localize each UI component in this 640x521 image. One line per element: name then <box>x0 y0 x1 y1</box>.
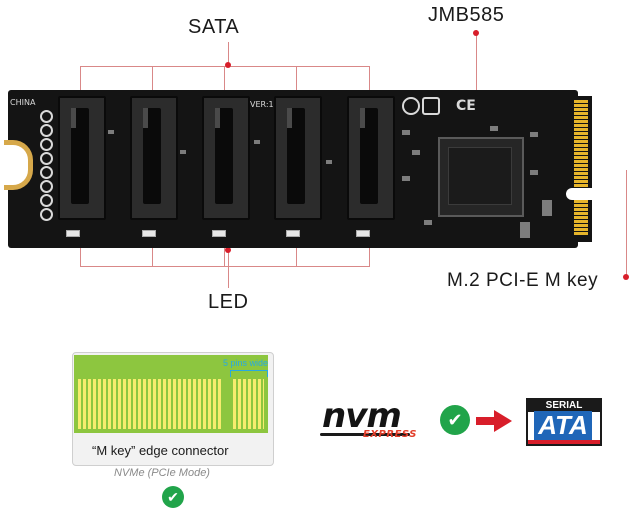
smd-component <box>108 130 114 134</box>
pin-hole <box>40 110 53 123</box>
sata-port-3 <box>202 96 250 220</box>
led-bracket-tick <box>369 244 370 266</box>
screw-notch <box>4 140 33 190</box>
m2-label: M.2 PCI-E M key <box>447 270 599 291</box>
sata-pointer-line <box>228 42 229 66</box>
smd-component <box>424 220 432 225</box>
led-bracket-tick <box>296 244 297 266</box>
smd-component <box>402 130 410 135</box>
m-key-caption: “M key” edge connector <box>92 443 229 458</box>
jmb585-chip <box>438 137 524 217</box>
silk-ce: CE <box>456 98 476 114</box>
smd-component <box>542 200 552 216</box>
right-arrow-icon <box>476 410 512 432</box>
led-bracket-tick <box>224 244 225 266</box>
pin-hole <box>40 166 53 179</box>
recycle-icon <box>422 97 440 115</box>
chip-pointer-dot <box>473 30 479 36</box>
pin-hole <box>40 138 53 151</box>
led-3 <box>212 230 226 237</box>
led-pointer-dot <box>225 247 231 253</box>
smd-component <box>412 150 420 155</box>
smd-component <box>402 176 410 181</box>
sata-bracket-tick <box>296 66 297 94</box>
sata-bracket-tick <box>224 66 225 94</box>
chip-label: JMB585 <box>428 4 505 26</box>
led-bracket-tick <box>80 244 81 266</box>
smd-component <box>490 126 498 131</box>
m2-pointer-line <box>626 170 627 278</box>
pins-wide-note: 5 pins wide <box>223 358 269 368</box>
pin-hole <box>40 124 53 137</box>
chip-pointer-line <box>476 30 477 136</box>
check-circle-icon: ✔ <box>440 405 470 435</box>
led-1 <box>66 230 80 237</box>
smd-component <box>530 132 538 137</box>
smd-component <box>520 222 530 238</box>
pin-hole <box>40 194 53 207</box>
m-key-gold-pins <box>78 379 264 429</box>
silk-china: CHINA <box>10 98 36 107</box>
pin-hole <box>40 180 53 193</box>
led-bracket-tick <box>152 244 153 266</box>
sata-bracket-tick <box>369 66 370 94</box>
sata-bracket-tick <box>80 66 81 94</box>
m2-pointer-dot <box>623 274 629 280</box>
serial-ata-logo: SERIAL ATA <box>526 398 602 446</box>
sata-pointer-dot <box>225 62 231 68</box>
sata-port-1 <box>58 96 106 220</box>
sata-port-5 <box>347 96 395 220</box>
serial-ata-stripe <box>528 440 600 444</box>
check-circle-icon: ✔ <box>162 486 184 508</box>
nvme-swoosh <box>320 433 410 436</box>
smd-component <box>326 160 332 164</box>
m-key-notch <box>566 188 592 200</box>
m-key-gap <box>222 379 231 429</box>
sata-port-4 <box>274 96 322 220</box>
smd-component <box>254 140 260 144</box>
pins-wide-bracket <box>230 370 268 377</box>
gold-fingers <box>574 100 588 236</box>
sata-port-2 <box>130 96 178 220</box>
nvme-mode-text: NVMe (PCIe Mode) <box>114 467 210 479</box>
sata-label: SATA <box>188 16 240 38</box>
serial-ata-serial-text: SERIAL <box>528 400 600 412</box>
led-pointer-line <box>228 250 229 288</box>
nvme-express-text: EXPRESS <box>363 429 417 440</box>
led-5 <box>356 230 370 237</box>
smd-component <box>530 170 538 175</box>
pin-hole <box>40 152 53 165</box>
led-bracket-bottom <box>80 266 370 267</box>
sata-bracket-tick <box>152 66 153 94</box>
led-label: LED <box>208 291 249 313</box>
serial-ata-ata-text: ATA <box>534 411 592 440</box>
silk-version: VER:1.2 <box>250 100 282 109</box>
pin-hole <box>40 208 53 221</box>
nvme-logo: nvm <box>322 396 402 436</box>
smd-component <box>180 150 186 154</box>
led-2 <box>142 230 156 237</box>
ce-icon <box>402 97 420 115</box>
led-4 <box>286 230 300 237</box>
